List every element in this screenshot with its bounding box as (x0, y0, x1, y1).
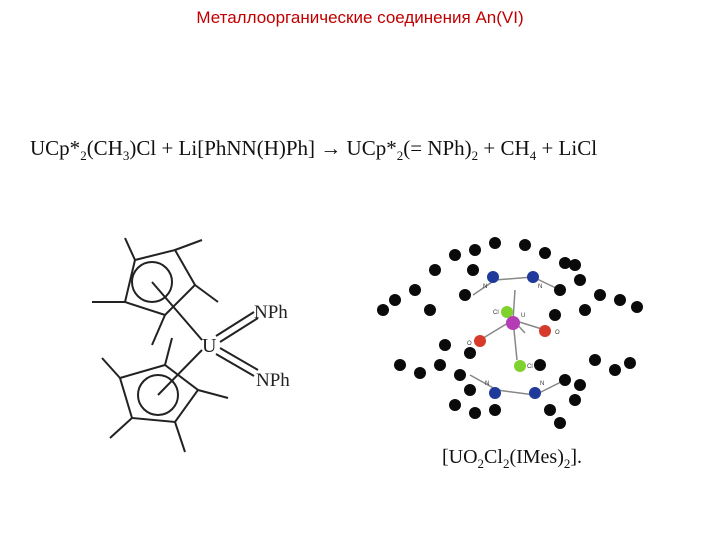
reactant-2: Li[PhNN(H)Ph] (178, 136, 316, 160)
product-3: LiCl (558, 136, 598, 160)
slide-title: Металлоорганические соединения An(VI) (196, 8, 524, 27)
chlorine-atom-bottom (514, 360, 526, 372)
plus-sign: + (161, 136, 174, 160)
svg-text:O: O (555, 330, 560, 336)
structural-formula-ucp2-imido: U NPh NPh (92, 237, 290, 453)
cp-aromatic-circle-top (131, 261, 173, 303)
cp-ring-top (123, 248, 197, 317)
oxygen-atom-left (474, 335, 486, 347)
svg-text:Cl: Cl (527, 364, 533, 370)
cp-aromatic-circle-bottom (137, 374, 179, 416)
compound-caption: [UO2Cl2(IMes)2]. (442, 446, 583, 471)
nph-bottom-label: NPh (256, 370, 290, 391)
plus-sign: + (541, 136, 554, 160)
nitrogen-atoms (487, 271, 541, 399)
svg-text:Cl: Cl (493, 310, 499, 316)
reaction-equation: UCp*2(CH3)Cl + Li[PhNN(H)Ph] → UCp*2(= N… (30, 136, 700, 164)
nph-top-label: NPh (254, 302, 288, 323)
plus-sign: + (483, 136, 496, 160)
reactant-1: UCp*2(CH3)Cl (30, 136, 157, 164)
svg-text:N: N (540, 381, 544, 387)
carbon-atoms (377, 237, 643, 429)
cp-ring-bottom (118, 363, 200, 424)
chlorine-atom-top (501, 306, 513, 318)
oxygen-atom-right (539, 325, 551, 337)
reaction-arrow: → (320, 136, 342, 160)
svg-text:O: O (467, 341, 472, 347)
svg-text:U: U (521, 313, 525, 319)
svg-text:N: N (485, 381, 489, 387)
molecular-model-uo2cl2-imes2: N N N N Cl Cl U O O (377, 237, 643, 429)
uranium-atom (506, 316, 520, 330)
svg-text:N: N (538, 284, 542, 290)
product-1: UCp*2(= NPh)2 (346, 136, 479, 164)
svg-text:N: N (483, 284, 487, 290)
uranium-label: U (202, 335, 217, 357)
product-2: CH4 (500, 136, 537, 164)
